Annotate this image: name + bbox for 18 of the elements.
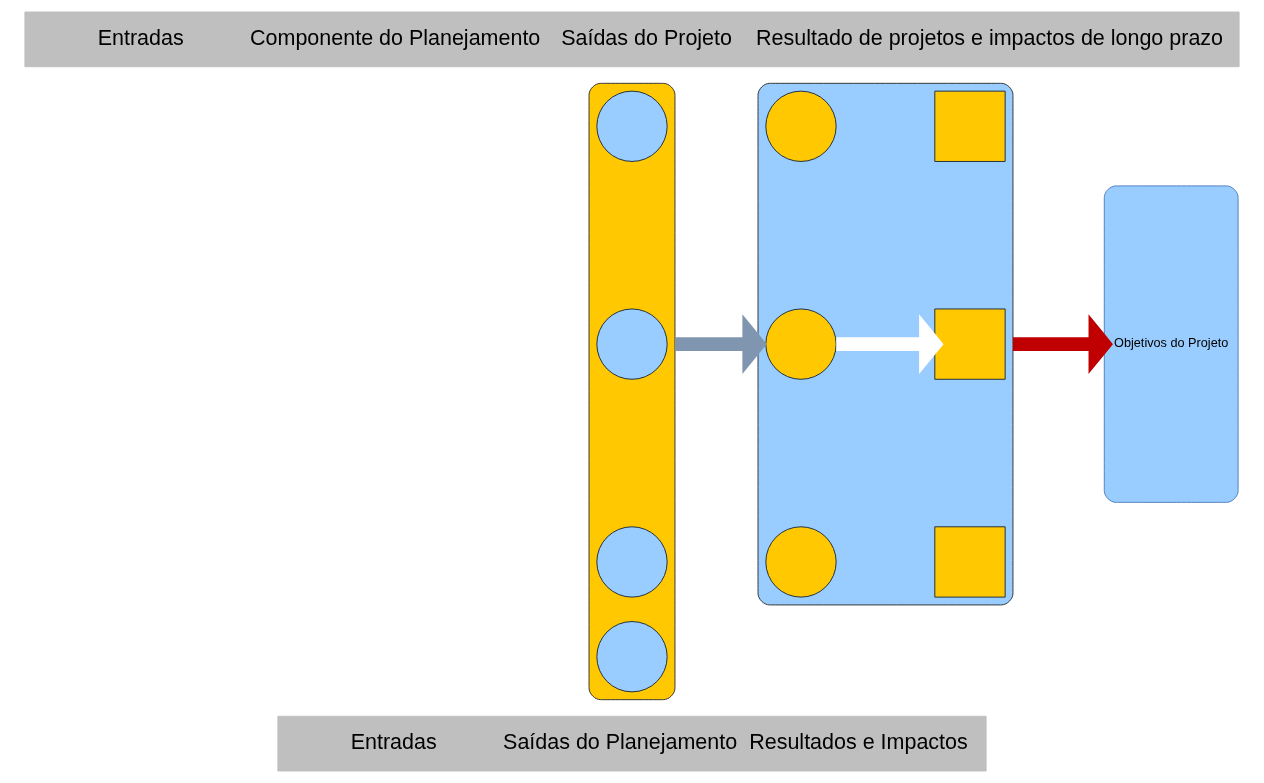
arrow <box>836 314 944 375</box>
node-circle <box>596 308 668 380</box>
cluster <box>757 82 1014 606</box>
node-box <box>934 308 1006 380</box>
node-circle <box>765 90 837 162</box>
node-circle <box>765 308 837 380</box>
arrow <box>1012 314 1113 375</box>
node-circle <box>596 526 668 598</box>
cluster <box>588 82 676 701</box>
node-circle <box>596 621 668 693</box>
node-box: Objetivos do Projeto <box>1103 185 1239 503</box>
node-circle <box>765 526 837 598</box>
node-box: Entradas Saídas do Planejamento Resultados e Impactos <box>277 715 987 772</box>
node-circle <box>596 90 668 162</box>
node-box <box>934 90 1006 162</box>
arrow <box>675 314 767 375</box>
node-box: Entradas Componente do Planejamento Saídas do Projeto Resultado de projetos e impactos de longo prazo <box>24 11 1240 68</box>
node-box <box>934 526 1006 598</box>
